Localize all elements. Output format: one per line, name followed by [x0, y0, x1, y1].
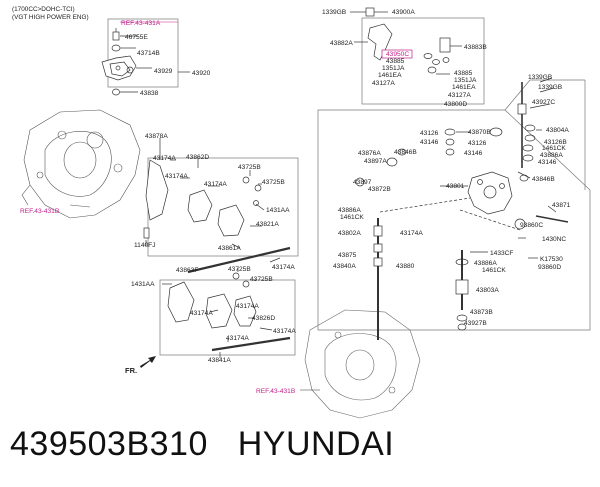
transmission-housing-left [21, 109, 141, 219]
selector-assembly-top [350, 7, 485, 105]
part-43174A-c: 43174A [204, 181, 227, 188]
part-43146-a: 43146 [420, 139, 439, 146]
part-43725B-c: 43725B [228, 266, 251, 273]
header-line-1: (1700CC>DOHC-TCI) [12, 6, 75, 13]
part-43886A-a: 43886A [540, 152, 563, 159]
part-43846B-b: 43846B [532, 176, 555, 183]
part-43127A-b: 43127A [448, 92, 471, 99]
part-43873B: 43873B [470, 309, 493, 316]
part-93860C: 93860C [520, 222, 543, 229]
part-43862D: 43862D [186, 154, 209, 161]
part-43174A-d: 43174A [272, 264, 295, 271]
part-43897A: 43897A [364, 158, 387, 165]
shift-fork-assembly-lower [159, 268, 296, 358]
transmission-housing-bottom [304, 309, 421, 419]
part-43725B-a: 43725B [238, 164, 261, 171]
part-43878A: 43878A [145, 133, 168, 140]
part-1461EA-b: 1461EA [452, 84, 476, 91]
part-43174A-i: 43174A [400, 230, 423, 237]
part-43929: 43929 [154, 68, 173, 75]
part-43886A-c: 43886A [474, 260, 497, 267]
part-43920: 43920 [192, 70, 211, 77]
part-1140FJ: 1140FJ [134, 242, 156, 249]
front-direction-label: FR. [125, 366, 137, 375]
part-43927B: 43927B [464, 320, 487, 327]
shift-fork-assembly-upper [143, 138, 299, 274]
part-1339GB-b: 1339GB [528, 74, 553, 81]
part-1431AA-b: 1431AA [131, 281, 155, 288]
brand-name: HYUNDAI [237, 425, 395, 463]
part-43800D: 43800D [444, 101, 467, 108]
part-1461CK-b: 1461CK [340, 214, 364, 221]
part-43838: 43838 [140, 90, 159, 97]
part-43897: 43897 [353, 179, 372, 186]
part-43872B: 43872B [368, 186, 391, 193]
part-43146-c: 43146 [538, 159, 557, 166]
part-43803A: 43803A [476, 287, 499, 294]
part-1461CK-c: 1461CK [482, 267, 506, 274]
ref-label-3[interactable]: REF.43-431B [256, 388, 296, 395]
part-1431AA-a: 1431AA [266, 207, 290, 214]
part-43841A: 43841A [208, 357, 231, 364]
part-43174A-g: 43174A [226, 335, 249, 342]
part-43900A: 43900A [392, 9, 415, 16]
ref-label-1[interactable]: REF.43-431A [121, 20, 161, 27]
part-43840A: 43840A [333, 263, 356, 270]
part-43950C-highlight[interactable]: 43950C [386, 51, 409, 58]
part-46755E: 46755E [125, 34, 148, 41]
part-43875: 43875 [338, 252, 357, 259]
part-1351JA-a: 1351JA [382, 65, 405, 72]
part-1461EA-a: 1461EA [378, 72, 402, 79]
part-43883B: 43883B [464, 44, 487, 51]
part-43876A: 43876A [358, 150, 381, 157]
part-43821A: 43821A [256, 221, 279, 228]
part-1351JA-b: 1351JA [454, 77, 477, 84]
part-43146-b: 43146 [464, 150, 483, 157]
part-43801: 43801 [446, 183, 465, 190]
part-43714B: 43714B [137, 50, 160, 57]
part-1433CF: 1433CF [490, 250, 513, 257]
part-43174A-e: 43174A [190, 310, 213, 317]
part-43725B-b: 43725B [262, 179, 285, 186]
part-43126-b: 43126 [468, 140, 487, 147]
part-43927C: 43927C [532, 99, 555, 106]
part-43174A-a: 43174A [153, 155, 176, 162]
part-43804A: 43804A [546, 127, 569, 134]
shift-control-main-assembly [317, 77, 591, 340]
footer-caption: 439503B310 HYUNDAI [10, 425, 394, 464]
header-line-2: (VGT HIGH POWER ENG) [12, 14, 89, 21]
part-1461CK-a: 1461CK [542, 145, 566, 152]
part-43846B-a: 43846B [394, 149, 417, 156]
part-43725B-d: 43725B [250, 276, 273, 283]
part-43174A-f: 43174A [236, 303, 259, 310]
part-43870B: 43870B [468, 129, 491, 136]
part-43126B: 43126B [544, 139, 567, 146]
part-43127A-a: 43127A [372, 80, 395, 87]
part-43886A-b: 43886A [338, 207, 361, 214]
part-43885-a: 43885 [386, 58, 405, 65]
front-arrow-icon [140, 356, 156, 368]
part-1430NC: 1430NC [542, 236, 566, 243]
part-number: 439503B310 [10, 425, 208, 463]
part-43802A: 43802A [338, 230, 361, 237]
top-left-assembly [101, 18, 190, 96]
part-43863F: 43863F [176, 267, 198, 274]
part-1339GB-a: 1339GB [322, 9, 347, 16]
part-93860D: 93860D [538, 264, 561, 271]
part-43826D: 43826D [252, 315, 275, 322]
part-43880: 43880 [396, 263, 415, 270]
part-43174A-h: 43174A [273, 328, 296, 335]
part-K17530: K17530 [540, 256, 563, 263]
part-43871: 43871 [552, 202, 571, 209]
ref-label-2[interactable]: REF.43-431B [20, 208, 60, 215]
part-43885-b: 43885 [454, 70, 473, 77]
part-43882A: 43882A [330, 40, 353, 47]
part-43126-a: 43126 [420, 130, 439, 137]
part-1339GB-c: 1339GB [538, 84, 563, 91]
part-43174A-b: 43174A [165, 173, 188, 180]
part-43861A: 43861A [218, 245, 241, 252]
